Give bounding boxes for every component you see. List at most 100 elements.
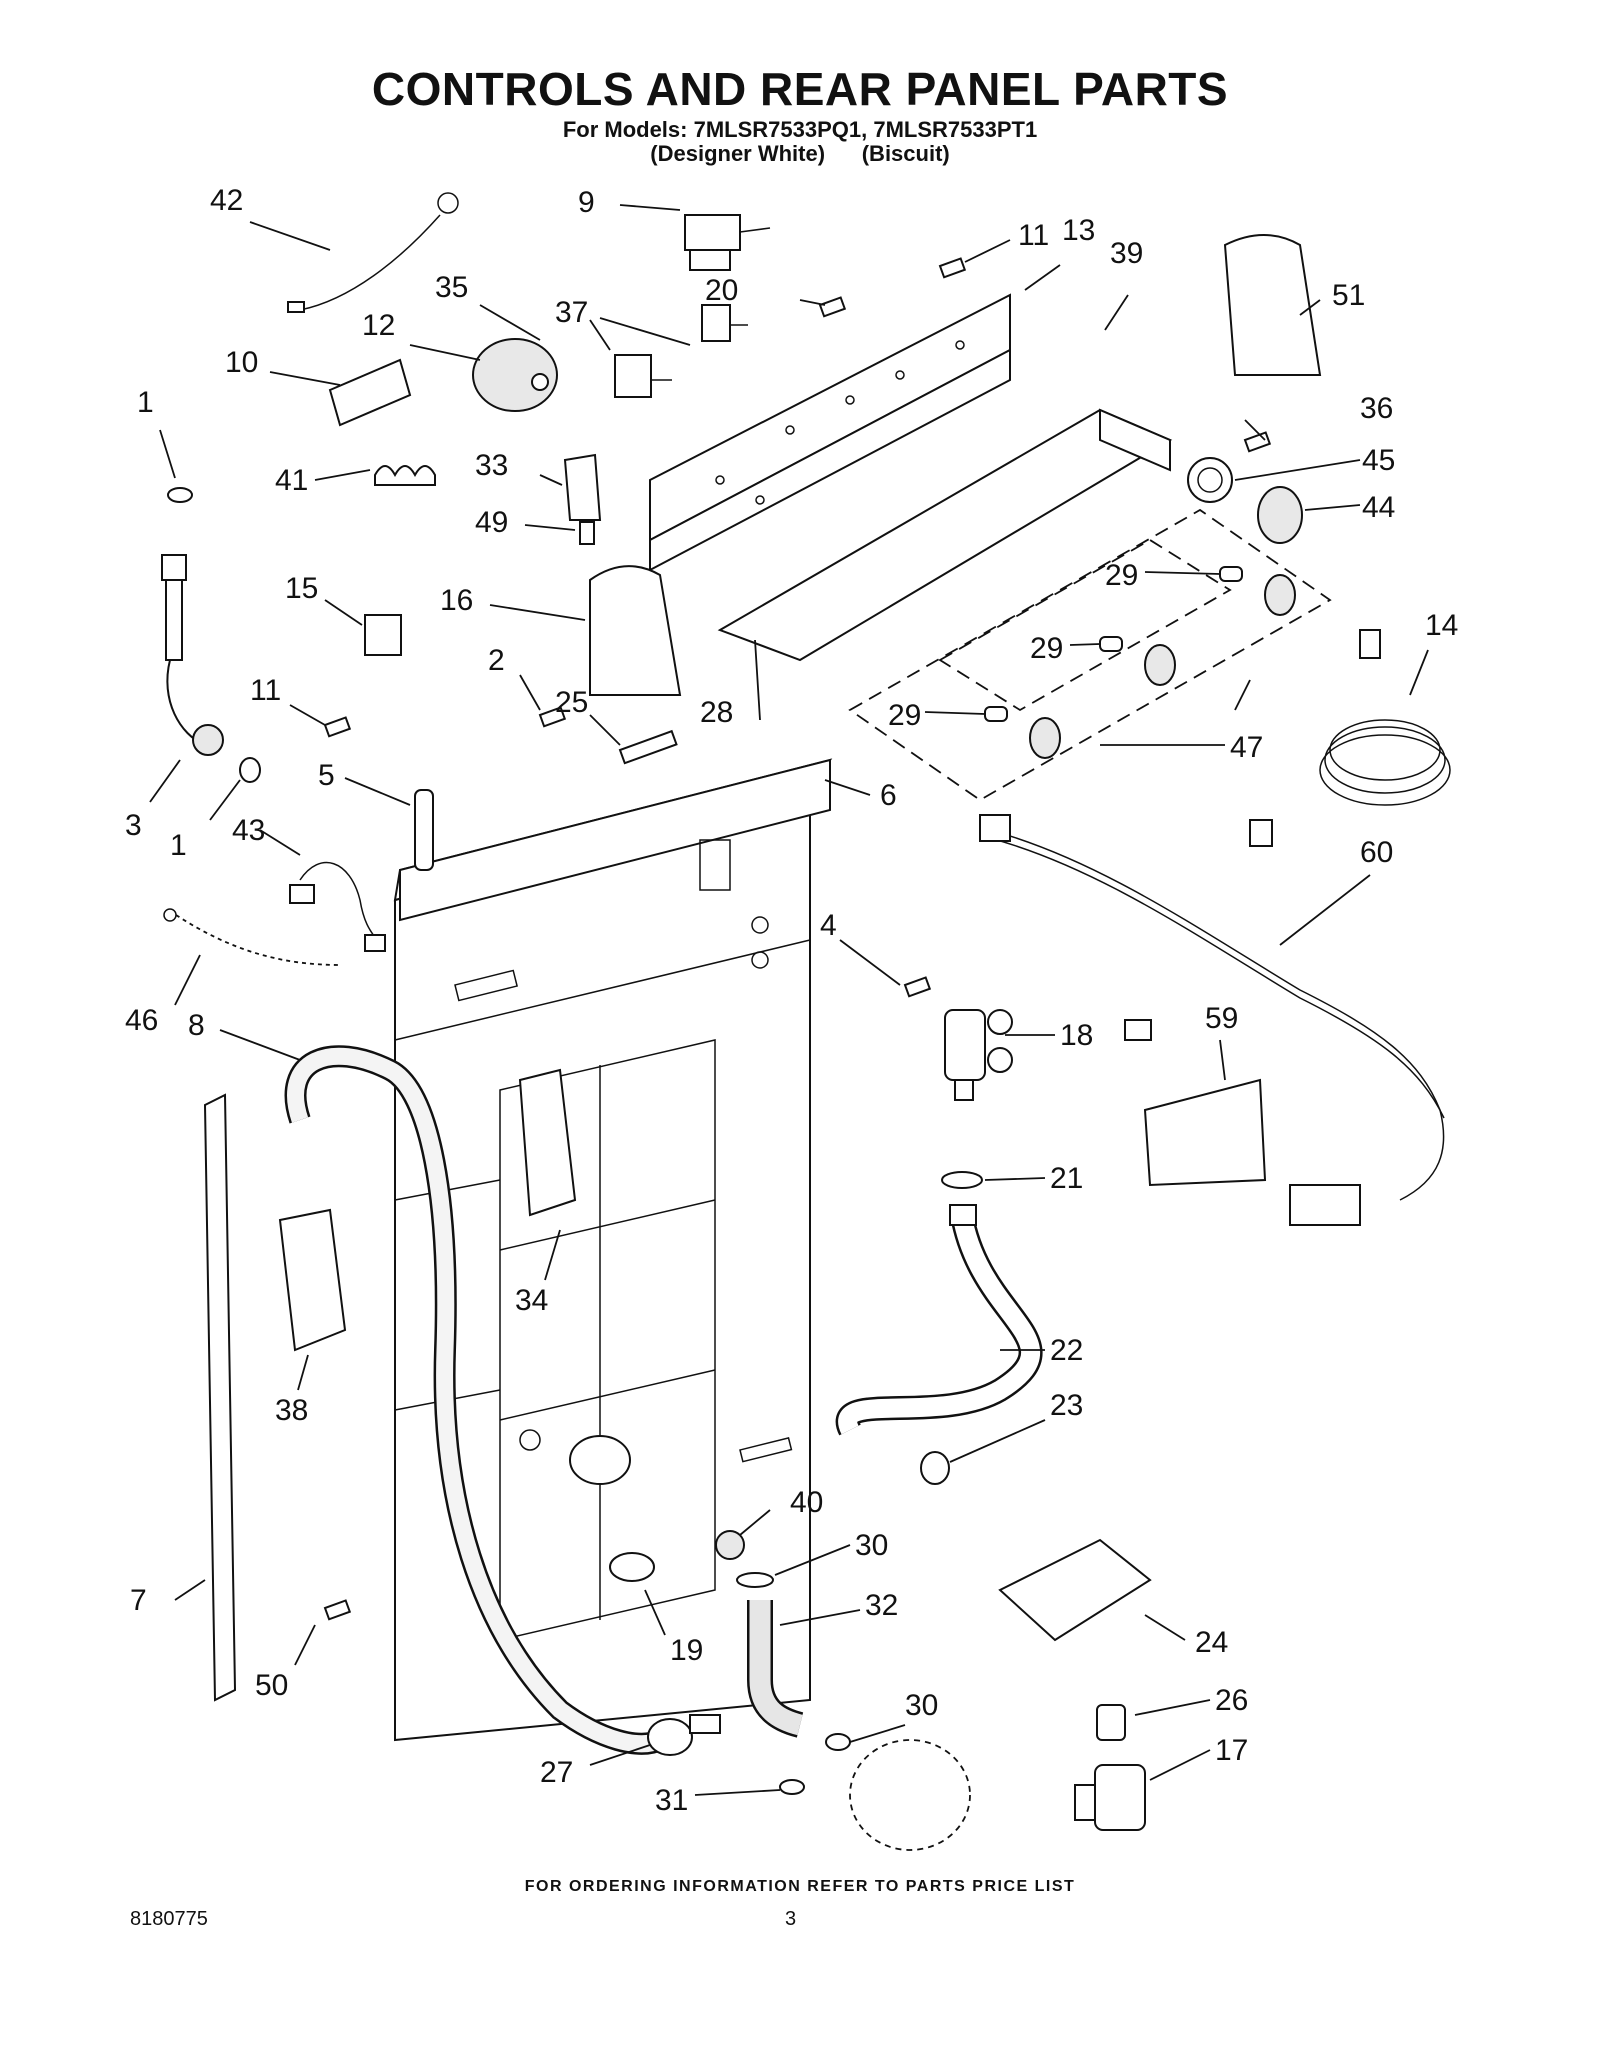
- clamp-19: [609, 1552, 655, 1582]
- drain-tube: [747, 1600, 804, 1738]
- callout-8: 8: [188, 1009, 205, 1042]
- bracket-15: [364, 614, 402, 656]
- clamp-31: [779, 1779, 805, 1795]
- model-subtitle: For Models: 7MLSR7533PQ1, 7MLSR7533PT1 (…: [0, 118, 1600, 166]
- callout-labels: 42 9 11 13 39 51 35 37 20 12 10 1 41 33 …: [125, 184, 1458, 1817]
- callout-46: 46: [125, 1004, 158, 1037]
- callout-22: 22: [1050, 1334, 1083, 1367]
- leader-lines: [149, 204, 1429, 1796]
- callout-45: 45: [1362, 444, 1395, 477]
- callout-12: 12: [362, 309, 395, 342]
- bracket-10: [328, 358, 412, 427]
- clip-43: [289, 861, 386, 952]
- callout-11: 11: [1018, 219, 1049, 252]
- callout-1-top: 1: [137, 386, 154, 419]
- washer-top: [167, 487, 193, 503]
- inlet-hose: [835, 1204, 1043, 1436]
- callout-34: 34: [515, 1284, 548, 1317]
- callout-38: 38: [275, 1394, 308, 1427]
- callout-13: 13: [1062, 214, 1095, 247]
- control-console: [649, 293, 1011, 572]
- screw-36: [1243, 431, 1272, 453]
- tie-strap: [163, 908, 341, 966]
- callout-18: 18: [1060, 1019, 1093, 1052]
- callout-40: 40: [790, 1486, 823, 1519]
- water-valve: [944, 1009, 1013, 1101]
- side-trim: [203, 1093, 237, 1702]
- callout-1-bottom: 1: [170, 829, 187, 862]
- screw-4: [903, 976, 932, 998]
- knob-29-c: [984, 706, 1061, 759]
- callout-3: 3: [125, 809, 142, 842]
- knob-44: [1257, 486, 1303, 544]
- callout-21: 21: [1050, 1162, 1083, 1195]
- callout-7: 7: [130, 1584, 147, 1617]
- callout-15: 15: [285, 572, 318, 605]
- document-number: 8180775: [130, 1908, 208, 1930]
- console-overlay: [717, 408, 1173, 662]
- bar-25: [618, 729, 678, 765]
- callout-10: 10: [225, 346, 258, 379]
- bezel-45: [1187, 457, 1233, 503]
- drain-hose: [284, 1045, 665, 1755]
- screw-50: [323, 1599, 352, 1621]
- callout-4: 4: [820, 909, 837, 942]
- hood-59: [1143, 1078, 1267, 1187]
- clamp-23: [920, 1451, 950, 1485]
- tray-24: [998, 1538, 1152, 1642]
- screw-top: [938, 257, 967, 279]
- callout-60: 60: [1360, 836, 1393, 869]
- clamp-30-top: [736, 1572, 774, 1588]
- screw-20: [818, 296, 847, 318]
- callout-9: 9: [578, 186, 595, 219]
- callout-35: 35: [435, 271, 468, 304]
- callout-28: 28: [700, 696, 733, 729]
- capacitor: [1096, 1704, 1126, 1741]
- callout-14: 14: [1425, 609, 1458, 642]
- callout-16: 16: [440, 584, 473, 617]
- pump-17: [1074, 1764, 1146, 1831]
- end-cap-left: [589, 565, 682, 696]
- callout-42: 42: [210, 184, 243, 217]
- callout-11-left: 11: [250, 674, 281, 707]
- callout-29-b: 29: [1030, 632, 1063, 665]
- clamp-30-bottom: [825, 1733, 851, 1751]
- selector-12: [472, 338, 558, 412]
- timer: [684, 214, 771, 271]
- clips-41: [374, 465, 436, 486]
- callout-39: 39: [1110, 237, 1143, 270]
- bracket-33: [563, 453, 602, 521]
- screw-49: [579, 521, 595, 545]
- knob-29-a: [1219, 566, 1296, 616]
- callout-37: 37: [555, 296, 588, 329]
- switch-35: [614, 354, 672, 398]
- knob-cluster-outline: [848, 508, 1332, 802]
- callout-32: 32: [865, 1589, 898, 1622]
- clamp-21: [941, 1171, 983, 1189]
- callout-29-c: 29: [888, 699, 921, 732]
- colors-line: (Designer White) (Biscuit): [650, 141, 950, 166]
- callout-24: 24: [1195, 1626, 1228, 1659]
- callout-59: 59: [1205, 1002, 1238, 1035]
- callout-20: 20: [705, 274, 738, 307]
- knob-29-b: [1099, 636, 1176, 686]
- ground-wire: [287, 192, 459, 313]
- callout-51: 51: [1332, 279, 1365, 312]
- callout-25: 25: [555, 686, 588, 719]
- switch-37: [701, 304, 748, 342]
- wire-harness: [979, 814, 1445, 1226]
- bracket-5: [414, 789, 434, 871]
- callout-41: 41: [275, 464, 308, 497]
- power-cord: [1249, 629, 1451, 847]
- page-number: 3: [785, 1908, 797, 1930]
- callout-19: 19: [670, 1634, 703, 1667]
- screw-11-left: [323, 716, 352, 738]
- washer-bottom: [239, 757, 261, 783]
- page-title: CONTROLS AND REAR PANEL PARTS: [371, 63, 1229, 115]
- hose-guide-38: [278, 1208, 347, 1352]
- bracket-34: [518, 1068, 577, 1217]
- callout-5: 5: [318, 759, 335, 792]
- callout-33: 33: [475, 449, 508, 482]
- callout-17: 17: [1215, 1734, 1248, 1767]
